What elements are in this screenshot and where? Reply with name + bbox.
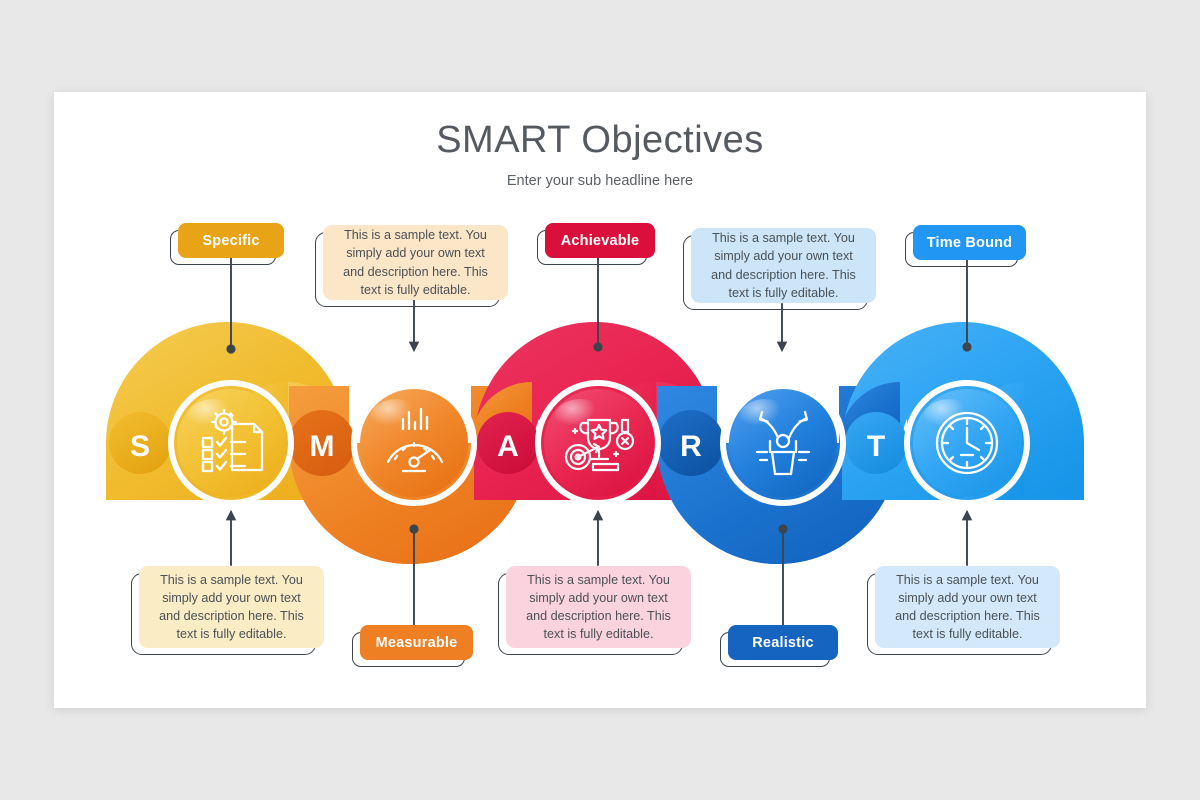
- page-title: SMART Objectives: [436, 119, 764, 161]
- badge-realistic-label[interactable]: Realistic: [728, 625, 838, 660]
- badge-achievable[interactable]: Achievable: [537, 223, 655, 265]
- textbox-specific-bottom-text[interactable]: This is a sample text. You simply add yo…: [139, 566, 324, 648]
- badge-measurable-label[interactable]: Measurable: [360, 625, 473, 660]
- textbox-achievable-bottom-text[interactable]: This is a sample text. You simply add yo…: [506, 566, 691, 648]
- textbox-timebound-bottom[interactable]: This is a sample text. You simply add yo…: [867, 566, 1060, 655]
- textbox-specific-bottom[interactable]: This is a sample text. You simply add yo…: [131, 566, 324, 655]
- textbox-specific-top[interactable]: This is a sample text. You simply add yo…: [315, 225, 508, 307]
- textbox-realistic-top[interactable]: This is a sample text. You simply add yo…: [683, 228, 876, 310]
- textbox-timebound-bottom-text[interactable]: This is a sample text. You simply add yo…: [875, 566, 1060, 648]
- textbox-specific-top-text[interactable]: This is a sample text. You simply add yo…: [323, 225, 508, 300]
- page-subtitle: Enter your sub headline here: [506, 173, 694, 189]
- textbox-realistic-top-text[interactable]: This is a sample text. You simply add yo…: [691, 228, 876, 303]
- badge-timebound-label[interactable]: Time Bound: [913, 225, 1026, 260]
- badge-specific[interactable]: Specific: [170, 223, 284, 265]
- badge-realistic[interactable]: Realistic: [720, 625, 838, 667]
- badge-specific-label[interactable]: Specific: [178, 223, 284, 258]
- badge-timebound[interactable]: Time Bound: [905, 225, 1026, 267]
- badge-measurable[interactable]: Measurable: [352, 625, 473, 667]
- badge-achievable-label[interactable]: Achievable: [545, 223, 655, 258]
- textbox-achievable-bottom[interactable]: This is a sample text. You simply add yo…: [498, 566, 691, 655]
